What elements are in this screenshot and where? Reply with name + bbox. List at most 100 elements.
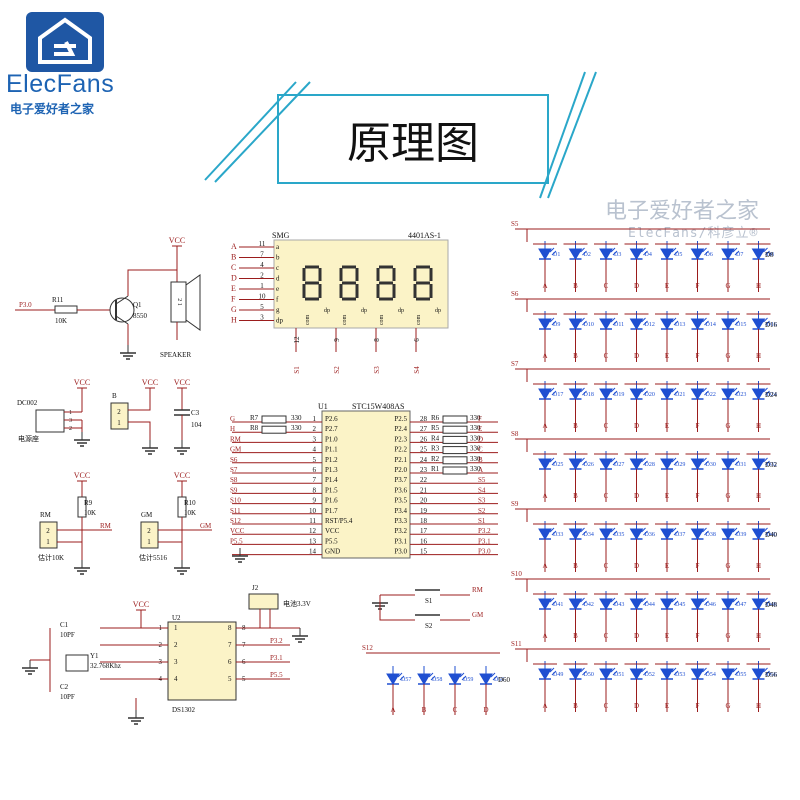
mcu-pin-net: S9 bbox=[230, 486, 238, 494]
led-column-label: E bbox=[665, 562, 669, 570]
led-diode bbox=[599, 528, 613, 540]
transistor-ref: Q1 bbox=[133, 301, 142, 309]
led-column-label: H bbox=[756, 562, 761, 570]
led-ref: D20 bbox=[645, 392, 655, 398]
led-arrow bbox=[612, 390, 618, 396]
digit-dp-label: dp bbox=[324, 308, 330, 314]
mcu-pin-net: RM bbox=[230, 435, 242, 443]
led-arrow bbox=[549, 527, 555, 533]
display-pin-net: C bbox=[231, 263, 236, 272]
mcu-pin-number: 17 bbox=[420, 527, 428, 535]
led-column-label: E bbox=[665, 632, 669, 640]
led-arrow bbox=[763, 667, 768, 673]
transistor-emitter bbox=[115, 295, 129, 305]
resistor-value: 10K bbox=[184, 509, 196, 517]
led-diode bbox=[568, 528, 583, 540]
sensor-header bbox=[140, 521, 159, 549]
mcu-pin-net: A bbox=[478, 466, 483, 474]
rtc-pin-inner: 1 bbox=[174, 624, 178, 632]
led-diode bbox=[568, 668, 583, 680]
led-column-label: B bbox=[573, 492, 578, 500]
led-column-label: F bbox=[696, 282, 700, 290]
led-ref: D46 bbox=[706, 602, 716, 608]
led-ref: D31 bbox=[736, 462, 746, 468]
led-arrow bbox=[673, 670, 679, 676]
mcu-pin-name: P3.6 bbox=[394, 486, 407, 494]
mcu-pin-number: 9 bbox=[313, 497, 317, 505]
speaker-net: P3.0 bbox=[19, 301, 32, 309]
led-arrow bbox=[641, 667, 646, 673]
mcu-pin-net: S3 bbox=[478, 497, 486, 505]
led-ref: D54 bbox=[706, 672, 716, 678]
display-pin-net: B bbox=[231, 253, 236, 262]
led-column-label: F bbox=[696, 422, 700, 430]
led-column-label: D bbox=[634, 492, 639, 500]
led-arrow bbox=[763, 317, 768, 323]
led-column-label: B bbox=[573, 632, 578, 640]
led-diode bbox=[660, 528, 674, 540]
led-arrow bbox=[673, 530, 679, 536]
led-arrow bbox=[765, 460, 770, 466]
led-diode bbox=[599, 458, 613, 470]
led-column-label: D bbox=[634, 352, 639, 360]
led-ref: D51 bbox=[614, 672, 624, 678]
digit-dp-label: dp bbox=[435, 308, 441, 314]
resistor-ref: R11 bbox=[52, 296, 64, 304]
mcu-pin-name: P1.7 bbox=[325, 507, 338, 515]
led-diode bbox=[721, 248, 735, 260]
mcu-pin-net: GM bbox=[230, 446, 242, 454]
led-diode bbox=[721, 458, 735, 470]
led-arrow bbox=[643, 460, 648, 466]
resistor-ref: R8 bbox=[250, 424, 259, 432]
display-bottom-number: 8 bbox=[373, 338, 381, 342]
led-arrow bbox=[765, 600, 770, 606]
rtc-pin-net: P3.1 bbox=[270, 654, 283, 662]
led-diode bbox=[721, 318, 735, 330]
mcu-pin-name: P2.5 bbox=[394, 415, 407, 423]
led-diode bbox=[721, 668, 735, 680]
led-column-label: E bbox=[665, 492, 669, 500]
display-pin-net: G bbox=[231, 305, 237, 314]
led-column-label: B bbox=[422, 706, 427, 714]
led-arrow bbox=[641, 247, 646, 253]
led-ref: D5 bbox=[675, 252, 682, 258]
resistor-ref: R6 bbox=[431, 414, 440, 422]
digit-dp-label: dp bbox=[361, 308, 367, 314]
led-row-net: S5 bbox=[511, 220, 519, 228]
led-arrow bbox=[641, 317, 646, 323]
led-arrow bbox=[732, 387, 738, 393]
resistor-value: 330 bbox=[291, 424, 302, 432]
digit-com-label: com bbox=[305, 315, 311, 326]
sensor-net: GM bbox=[200, 522, 212, 530]
display-pin-number: 10 bbox=[259, 293, 267, 301]
resistor-ref: R1 bbox=[431, 465, 440, 473]
digit-com-label: com bbox=[379, 315, 385, 326]
led-ref: D39 bbox=[736, 532, 746, 538]
seven-seg-digit bbox=[376, 265, 396, 301]
mcu-pin-net: S2 bbox=[478, 507, 486, 515]
led-ref: D60 bbox=[494, 677, 504, 683]
led-column-label: D bbox=[634, 282, 639, 290]
crystal-ref: Y1 bbox=[90, 652, 99, 660]
led-ref: D25 bbox=[553, 462, 563, 468]
speaker-wire bbox=[127, 269, 177, 296]
led-arrow bbox=[610, 667, 616, 673]
led-ref: D8 bbox=[767, 252, 774, 258]
led-diode bbox=[629, 668, 644, 680]
led-arrow bbox=[549, 597, 555, 603]
resistor bbox=[261, 425, 287, 434]
led-arrow bbox=[582, 320, 587, 326]
led-arrow bbox=[643, 250, 648, 256]
mcu-pin-number: 20 bbox=[420, 497, 428, 505]
resistor bbox=[261, 415, 287, 424]
display-bottom-net: S4 bbox=[413, 366, 421, 374]
led-arrow bbox=[732, 457, 738, 463]
led-ref: D12 bbox=[645, 322, 655, 328]
mcu-part: STC15W408AS bbox=[352, 402, 404, 411]
led-ref: D43 bbox=[614, 602, 624, 608]
mcu-pin-number: 16 bbox=[420, 537, 428, 545]
watermark-cn: 电子爱好者之家 bbox=[605, 199, 760, 224]
led-ref: D40 bbox=[767, 532, 777, 538]
mcu-pin-number: 24 bbox=[420, 456, 428, 464]
led-ref: D18 bbox=[584, 392, 594, 398]
